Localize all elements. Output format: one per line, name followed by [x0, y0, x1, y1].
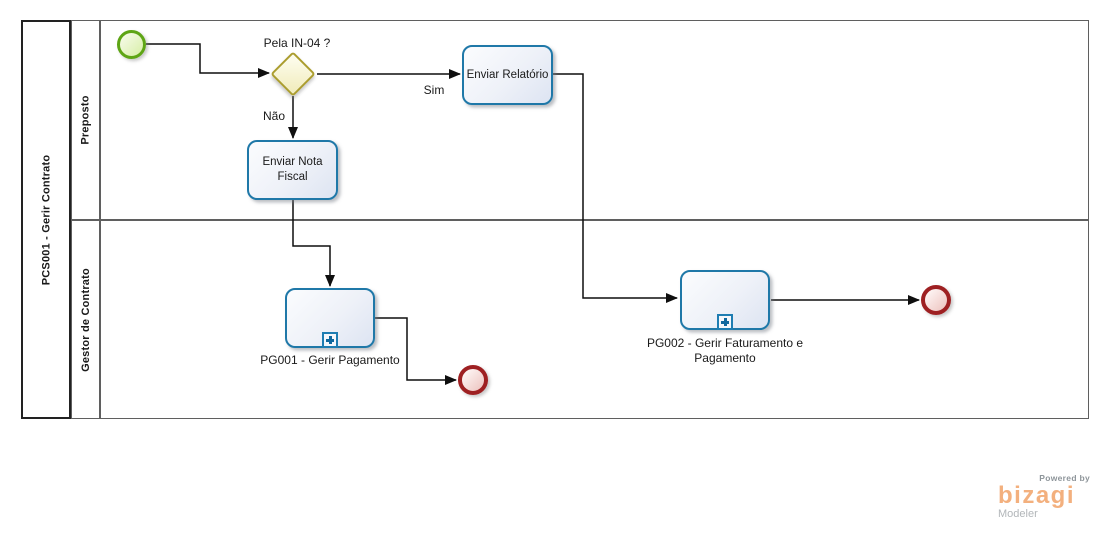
start-event[interactable]	[117, 30, 146, 59]
flow-nota-fiscal-to-pg001[interactable]	[292, 200, 335, 287]
pool-title-cell: PCS001 - Gerir Contrato	[21, 20, 71, 419]
subprocess-pg001[interactable]	[285, 288, 375, 348]
task-enviar-nota-fiscal-label: Enviar Nota Fiscal	[262, 156, 323, 183]
lane-body-gestor-de-contrato	[100, 220, 1089, 419]
flow-label-nao: Não	[262, 109, 285, 123]
powered-by-text: Powered by	[1039, 473, 1090, 483]
modeler-text: Modeler	[998, 508, 1038, 520]
flow-label-sim: Sim	[423, 83, 445, 97]
subprocess-pg001-label: PG001 - Gerir Pagamento	[260, 353, 400, 367]
flow-enviar-relatorio-to-pg002[interactable]	[553, 73, 678, 303]
task-enviar-relatorio-label: Enviar Relatório	[466, 68, 549, 81]
subprocess-plus-icon	[322, 332, 338, 348]
flow-start-to-gateway[interactable]	[146, 43, 270, 78]
lane-label-preposto: Preposto	[71, 20, 100, 220]
lane-label-gestor-de-contrato: Gestor de Contrato	[71, 220, 100, 419]
subprocess-pg002[interactable]	[680, 270, 770, 330]
end-event-pg002[interactable]	[921, 285, 951, 315]
bizagi-logo: bizagi	[998, 482, 1076, 509]
bizagi-branding: Powered by bizagi Modeler	[998, 473, 1090, 520]
task-enviar-relatorio[interactable]: Enviar Relatório	[462, 45, 553, 105]
subprocess-pg002-label: PG002 - Gerir Faturamento e Pagamento	[646, 336, 804, 365]
subprocess-plus-icon	[717, 314, 733, 330]
end-event-pg001[interactable]	[458, 365, 488, 395]
gateway-label: Pela IN-04 ?	[263, 36, 331, 50]
task-enviar-nota-fiscal[interactable]: Enviar Nota Fiscal	[247, 140, 338, 200]
flow-pg001-to-end1[interactable]	[375, 317, 457, 385]
